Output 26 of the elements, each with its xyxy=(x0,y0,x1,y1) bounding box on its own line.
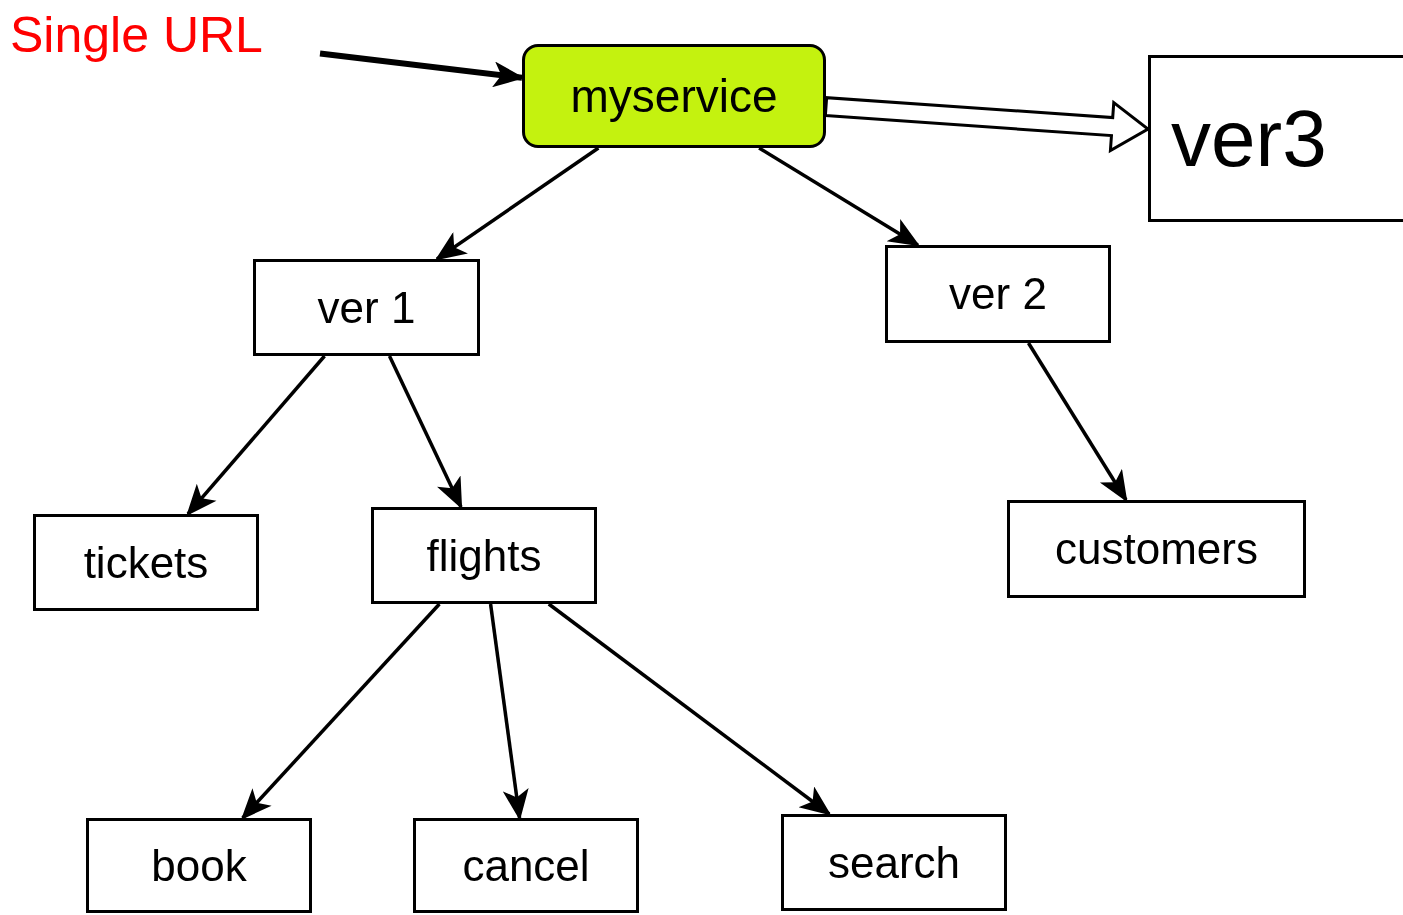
node-label: search xyxy=(827,840,961,885)
resource-box xyxy=(86,818,312,913)
url-label: Single URL xyxy=(10,10,263,60)
node-label: book xyxy=(151,843,247,888)
arrow xyxy=(186,354,326,516)
service-box xyxy=(522,44,826,148)
arrow xyxy=(240,602,441,820)
version-box xyxy=(1148,55,1403,222)
version-box xyxy=(885,245,1111,343)
resource-box xyxy=(413,818,639,913)
resource-box xyxy=(781,814,1007,911)
arrow xyxy=(758,146,921,247)
resource-box xyxy=(371,507,597,604)
arrow xyxy=(547,602,832,816)
node-label: ver 2 xyxy=(949,272,1047,316)
node-label: tickets xyxy=(83,540,209,585)
hollow-arrow xyxy=(823,96,1151,154)
resource-box xyxy=(33,514,259,611)
node-label: ver 1 xyxy=(317,285,416,330)
node-label: ver3 xyxy=(1171,98,1327,179)
node-label: flights xyxy=(426,533,542,578)
node-label: cancel xyxy=(462,843,590,888)
version-box xyxy=(253,259,480,356)
arrow xyxy=(434,146,600,261)
resource-box xyxy=(1007,500,1306,598)
node-label: customers xyxy=(1055,527,1258,571)
